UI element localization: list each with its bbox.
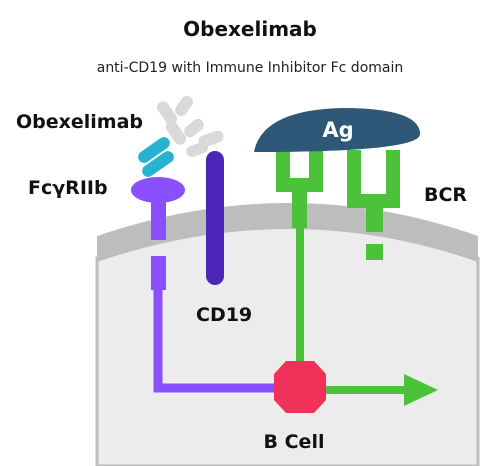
bcr-receptor-right — [347, 150, 400, 260]
diagram-title: Obexelimab — [183, 17, 317, 41]
fcgriib-receptor — [131, 177, 185, 290]
cd19-label: CD19 — [196, 304, 252, 326]
signaling-node — [274, 361, 326, 413]
cd19-receptor — [206, 151, 224, 285]
bcr-label: BCR — [424, 184, 467, 206]
antibody-icon — [138, 95, 224, 177]
antigen-label: Ag — [322, 118, 353, 142]
inhibitory-signal-line — [153, 290, 276, 393]
b-cell-label: B Cell — [264, 431, 325, 453]
diagram-subtitle: anti-CD19 with Immune Inhibitor Fc domai… — [97, 60, 404, 76]
bcr-receptor-left — [276, 150, 323, 228]
downstream-signal-arrowhead — [404, 374, 438, 406]
antigen — [254, 108, 420, 152]
fcgriib-label: FcγRIIb — [28, 177, 108, 199]
antibody-label: Obexelimab — [16, 111, 143, 133]
